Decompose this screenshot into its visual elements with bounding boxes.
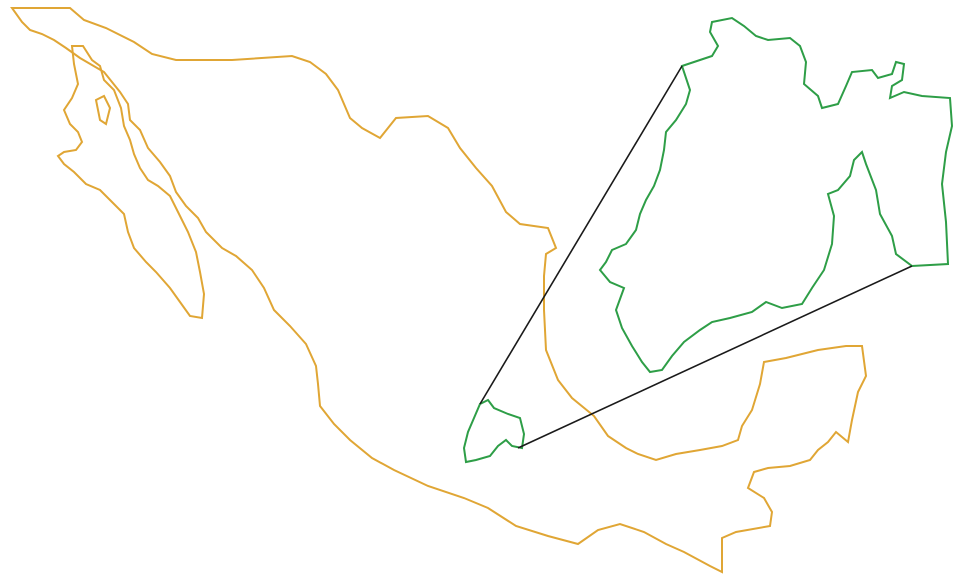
highlighted-region-small-outline	[462, 398, 526, 464]
callout-line-top	[479, 65, 683, 405]
gulf-coast-detail-outline	[94, 94, 112, 126]
baja-peninsula-outline	[56, 45, 206, 320]
callout-line-bottom	[517, 265, 913, 449]
mexico-mainland-outline	[10, 7, 868, 574]
highlighted-region-enlarged-outline	[598, 16, 954, 374]
